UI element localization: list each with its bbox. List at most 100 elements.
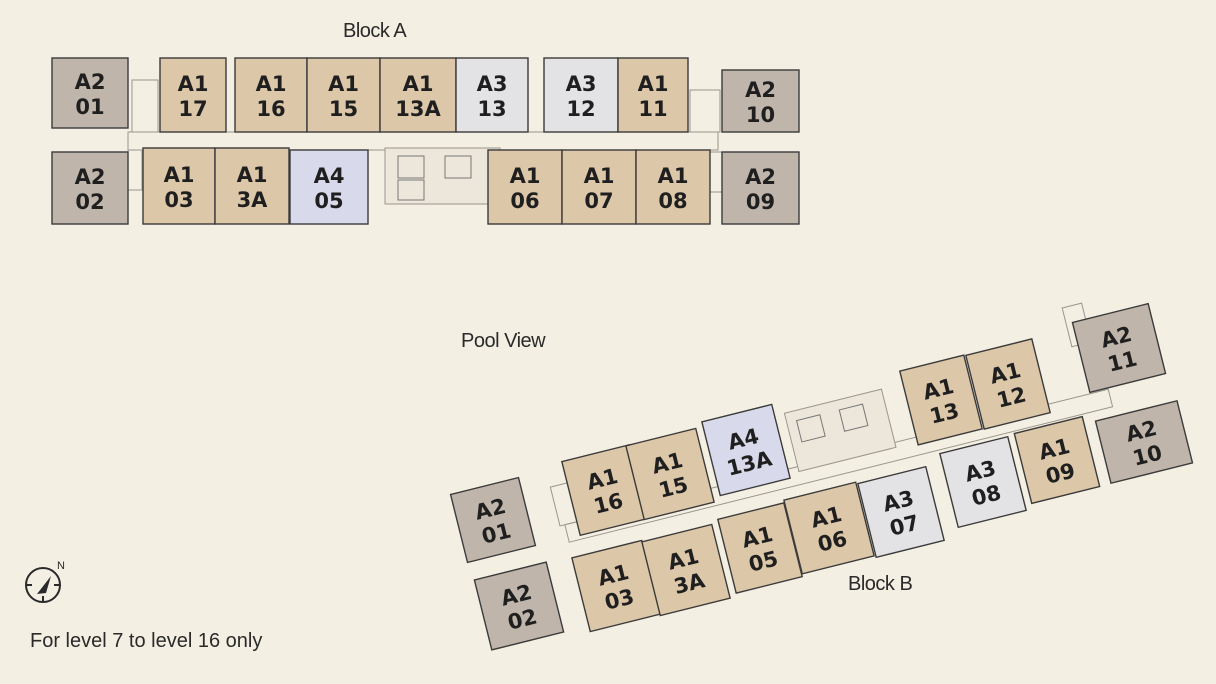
unit-shape [783, 481, 875, 575]
compass-icon: N [25, 560, 65, 603]
unit-shape [964, 338, 1052, 430]
level-note: For level 7 to level 16 only [30, 630, 263, 652]
block-a-units: A201A117A116A115A113AA313A312A111A210A20… [51, 57, 800, 225]
unit-type-label: A1 [237, 163, 268, 187]
unit-shape [51, 57, 129, 129]
unit-shape [721, 151, 800, 225]
unit-type-label: A1 [164, 163, 195, 187]
unit-number-label: 13 [477, 97, 506, 121]
unit-type-label: A4 [314, 164, 345, 188]
unit-shape [449, 476, 537, 564]
compass-letter: N [57, 560, 65, 572]
unit-shape [543, 57, 619, 133]
unit-shape [701, 403, 791, 497]
unit-type-label: A3 [477, 72, 508, 96]
unit-shape [1071, 302, 1167, 394]
unit-shape [635, 149, 711, 225]
unit-type-label: A2 [75, 165, 106, 189]
unit-shape [455, 57, 529, 133]
pool-view-label: Pool View [461, 330, 546, 352]
unit-shape [641, 523, 731, 617]
unit-type-label: A1 [256, 72, 287, 96]
unit-number-label: 10 [746, 103, 775, 127]
unit-number-label: 02 [75, 190, 104, 214]
unit-number-label: 07 [584, 189, 613, 213]
unit-number-label: 03 [164, 188, 193, 212]
unit-shape [306, 57, 381, 133]
unit-type-label: A2 [745, 165, 776, 189]
unit-shape [721, 69, 800, 133]
unit-shape [51, 151, 129, 225]
unit-number-label: 13A [395, 97, 441, 121]
unit-number-label: 06 [510, 189, 539, 213]
block-b-title: Block B [848, 573, 913, 595]
unit-shape [1094, 399, 1194, 485]
unit-type-label: A1 [510, 164, 541, 188]
unit-shape [1013, 415, 1101, 505]
unit-number-label: 08 [658, 189, 687, 213]
unit-shape [473, 561, 565, 651]
unit-shape [898, 354, 984, 446]
unit-type-label: A1 [403, 72, 434, 96]
unit-type-label: A1 [638, 72, 669, 96]
unit-number-label: 17 [178, 97, 207, 121]
unit-number-label: 01 [75, 95, 104, 119]
unit-shape [234, 57, 308, 133]
unit-number-label: 05 [314, 189, 343, 213]
unit-type-label: A2 [745, 78, 776, 102]
unit-type-label: A1 [658, 164, 689, 188]
unit-shape [856, 465, 946, 559]
unit-number-label: 11 [638, 97, 667, 121]
unit-type-label: A2 [75, 70, 106, 94]
unit-shape [617, 57, 689, 133]
unit-type-label: A1 [178, 72, 209, 96]
unit-shape [625, 427, 715, 521]
unit-type-label: A3 [566, 72, 597, 96]
unit-shape [379, 57, 457, 133]
unit-number-label: 3A [237, 188, 269, 212]
unit-number-label: 15 [329, 97, 358, 121]
unit-shape [487, 149, 563, 225]
unit-number-label: 09 [746, 190, 775, 214]
unit-shape [289, 149, 369, 225]
unit-type-label: A1 [584, 164, 615, 188]
unit-shape [159, 57, 227, 133]
unit-number-label: 16 [256, 97, 285, 121]
